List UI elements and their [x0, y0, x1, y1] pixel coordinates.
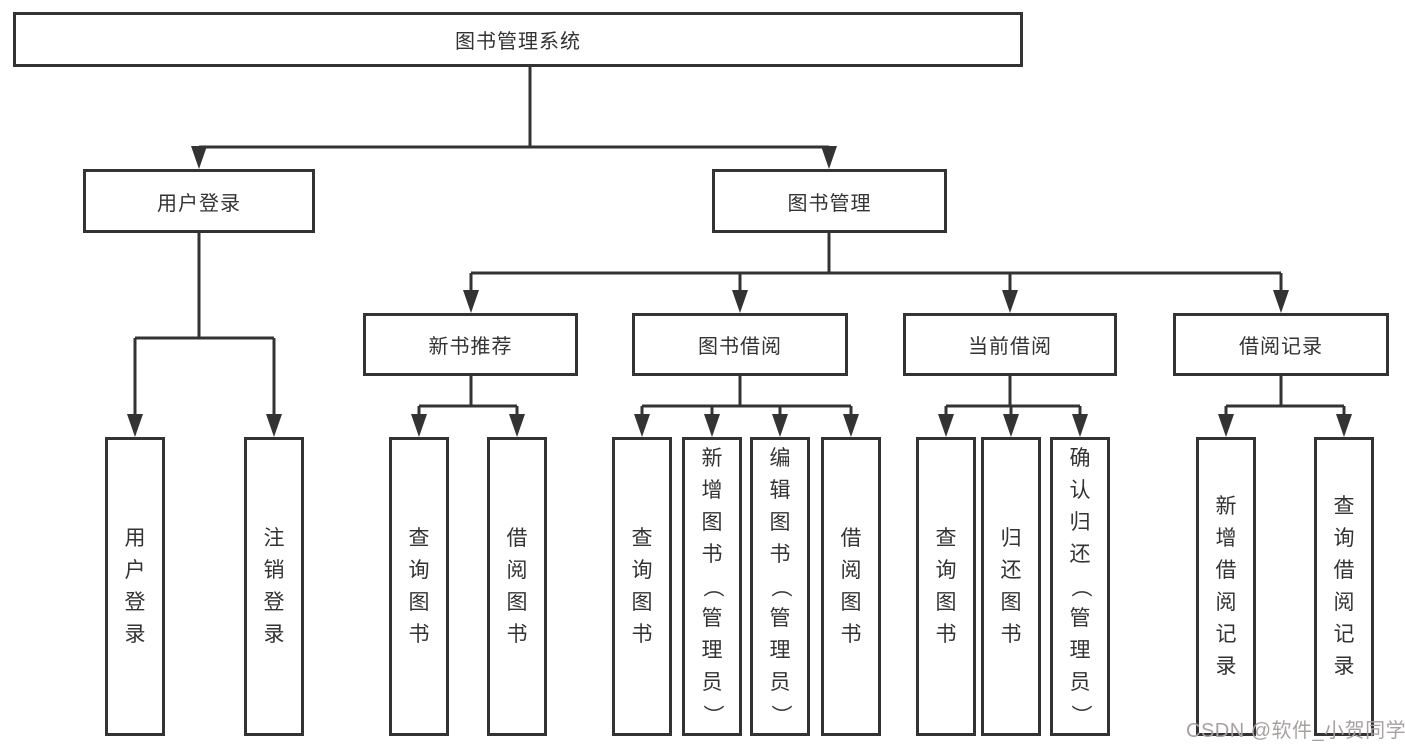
- leaf-logout-login: 注销登录: [244, 437, 304, 736]
- leaf-cb-confirm-return-admin: 确认归还（管理员）: [1050, 437, 1110, 736]
- node-root: 图书管理系统: [13, 12, 1023, 67]
- arrowheads: [127, 146, 1352, 437]
- leaf-bb-query-books: 查询图书: [612, 437, 672, 736]
- node-book-borrowing: 图书借阅: [632, 313, 848, 376]
- leaf-cb-return-books: 归还图书: [981, 437, 1041, 736]
- node-borrowing-records: 借阅记录: [1173, 313, 1389, 376]
- node-current-borrowing: 当前借阅: [903, 313, 1117, 376]
- node-book-management-label: 图书管理: [787, 192, 872, 215]
- leaf-bb-borrow-books: 借阅图书: [821, 437, 881, 736]
- leaf-bb-add-books-admin: 新增图书（管理员）: [682, 437, 742, 736]
- leaf-bb-edit-books-admin: 编辑图书（管理员）: [750, 437, 810, 736]
- node-new-book-recommendation: 新书推荐: [363, 313, 578, 376]
- node-user-login: 用户登录: [83, 169, 315, 233]
- leaf-br-add-borrow-record: 新增借阅记录: [1196, 437, 1256, 736]
- node-book-management: 图书管理: [712, 169, 947, 233]
- leaf-nb-borrow-books: 借阅图书: [487, 437, 547, 736]
- leaf-br-query-borrow-record: 查询借阅记录: [1314, 437, 1374, 736]
- node-book-borrowing-label: 图书借阅: [698, 336, 782, 358]
- csdn-watermark: CSDN @软件_小贺同学: [1186, 720, 1405, 742]
- leaf-user-login: 用户登录: [105, 437, 165, 736]
- node-borrowing-records-label: 借阅记录: [1239, 336, 1323, 358]
- leaf-cb-query-books: 查询图书: [916, 437, 976, 736]
- node-new-book-recommendation-label: 新书推荐: [428, 336, 513, 358]
- node-user-login-label: 用户登录: [157, 192, 241, 215]
- node-root-label: 图书管理系统: [455, 31, 581, 53]
- leaf-nb-query-books: 查询图书: [389, 437, 449, 736]
- node-current-borrowing-label: 当前借阅: [968, 336, 1052, 358]
